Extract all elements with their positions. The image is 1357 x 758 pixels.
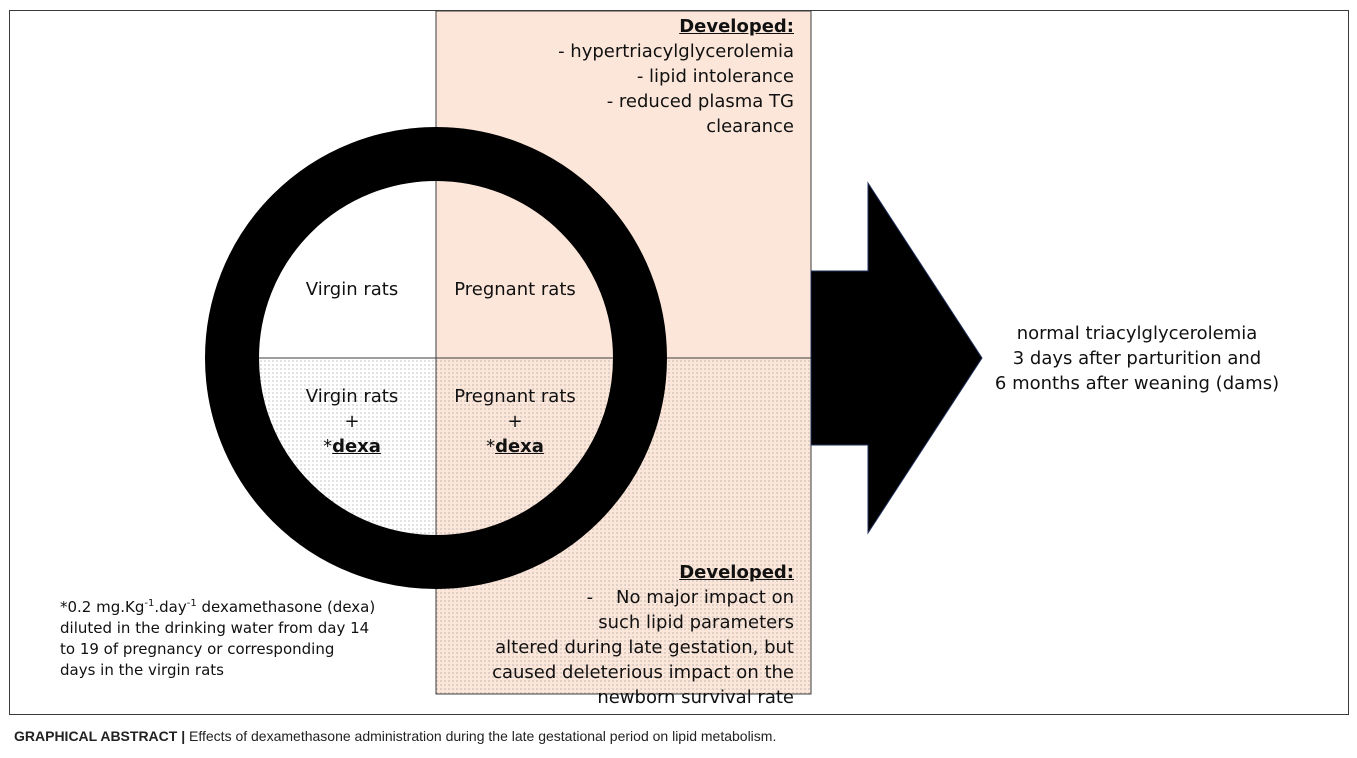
bottom-box-findings: Developed: - No major impact on such lip… <box>456 560 794 710</box>
top-box-heading: Developed: <box>679 16 794 37</box>
top-box-item: - lipid intolerance <box>636 66 794 87</box>
bottom-box-line: newborn survival rate <box>597 687 794 708</box>
quadrant-top-left-label: Virgin rats <box>305 279 399 300</box>
quadrant-bottom-right-label: Pregnant rats + *dexa <box>454 386 576 457</box>
dosage-footnote: *0.2 mg.Kg-1.day-1 dexamethasone (dexa) … <box>60 598 376 679</box>
top-box-item: - hypertriacylglycerolemia <box>558 41 794 62</box>
bottom-box-line: altered during late gestation, but <box>495 637 794 658</box>
outcome-text: normal triacylglycerolemia 3 days after … <box>994 323 1280 394</box>
bottom-box-line: such lipid parameters <box>598 612 794 633</box>
bottom-box-line: caused deleterious impact on the <box>492 662 794 683</box>
top-box-item: - reduced plasma TG <box>606 91 794 112</box>
bottom-box-line: - No major impact on <box>586 587 794 608</box>
quadrant-top-right-label: Pregnant rats <box>454 279 576 300</box>
figure-caption: GRAPHICAL ABSTRACT | Effects of dexameth… <box>14 728 777 744</box>
quadrant-bottom-left-label: Virgin rats + *dexa <box>305 386 399 457</box>
black-ring <box>205 127 667 589</box>
top-box-findings: Developed: - hypertriacylglycerolemia - … <box>480 14 794 139</box>
top-box-item: clearance <box>706 116 794 137</box>
right-arrow <box>810 181 983 535</box>
bottom-box-heading: Developed: <box>679 562 794 583</box>
